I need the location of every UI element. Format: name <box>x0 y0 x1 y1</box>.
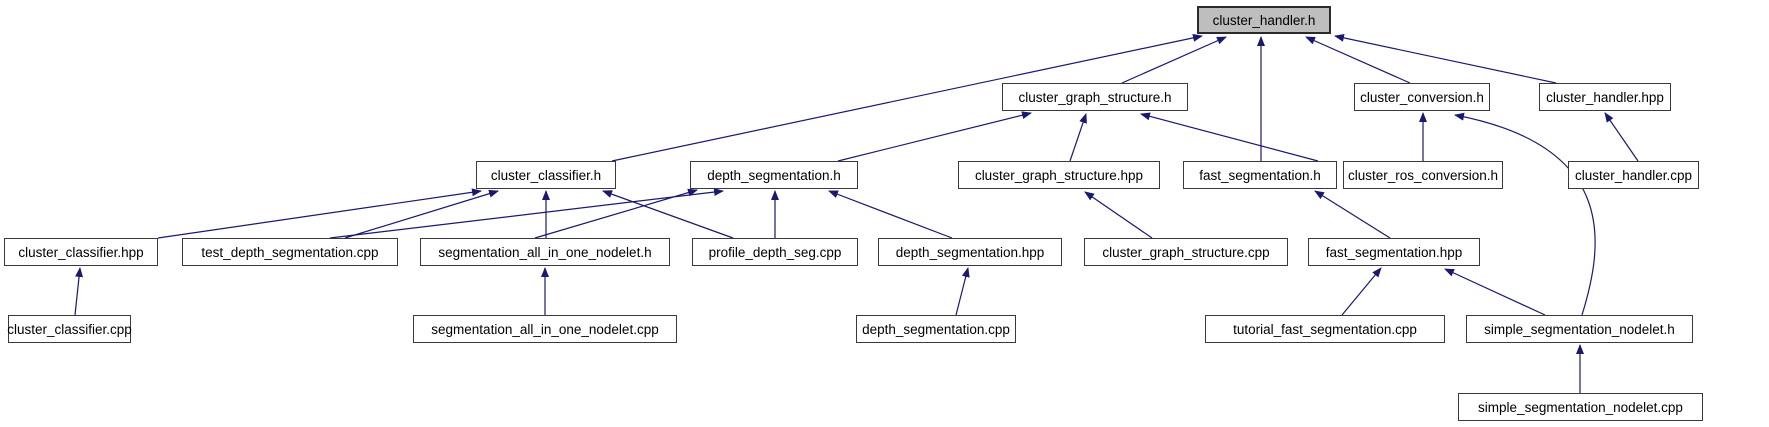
edge-fast_segmentation_h-to-cluster_graph_structure_h <box>1140 112 1319 162</box>
node-cluster_graph_structure_cpp[interactable]: cluster_graph_structure.cpp <box>1084 238 1288 266</box>
edge-cluster_classifier_cpp-to-cluster_classifier_hpp <box>74 267 84 316</box>
node-cluster_classifier_hpp[interactable]: cluster_classifier.hpp <box>4 238 158 266</box>
node-tutorial_fast_segmentation_cpp[interactable]: tutorial_fast_segmentation.cpp <box>1205 315 1445 343</box>
edge-depth_segmentation_h-to-cluster_graph_structure_h <box>837 111 1032 162</box>
node-cluster_handler_hpp[interactable]: cluster_handler.hpp <box>1539 83 1671 111</box>
edge-cluster_graph_structure_cpp-to-cluster_graph_structure_hpp <box>1084 191 1153 239</box>
node-cluster_classifier_cpp[interactable]: cluster_classifier.cpp <box>7 315 132 343</box>
edge-cluster_handler_hpp-to-cluster_handler_h <box>1334 33 1557 84</box>
edge-test_depth_segmentation_cpp-to-cluster_classifier_h <box>344 189 499 239</box>
edge-segmentation_all_in_one_nodelet_h-to-depth_segmentation_h <box>534 188 698 239</box>
node-fast_segmentation_h[interactable]: fast_segmentation.h <box>1183 161 1337 189</box>
edge-depth_segmentation_hpp-to-depth_segmentation_h <box>828 190 953 239</box>
edge-cluster_graph_structure_hpp-to-cluster_graph_structure_h <box>1069 113 1087 162</box>
edge-simple_segmentation_nodelet_h-to-cluster_conversion_h <box>1454 112 1596 316</box>
node-cluster_classifier_h[interactable]: cluster_classifier.h <box>476 161 616 189</box>
node-profile_depth_seg_cpp[interactable]: profile_depth_seg.cpp <box>692 238 858 266</box>
edge-cluster_conversion_h-to-cluster_handler_h <box>1305 36 1411 84</box>
node-cluster_handler_cpp[interactable]: cluster_handler.cpp <box>1568 161 1699 189</box>
edge-cluster_classifier_hpp-to-cluster_classifier_h <box>157 188 482 239</box>
edge-fast_segmentation_hpp-to-fast_segmentation_h <box>1314 190 1391 239</box>
edge-cluster_graph_structure_h-to-cluster_handler_h <box>1121 36 1227 84</box>
edge-cluster_classifier_h-to-cluster_handler_h <box>611 33 1203 162</box>
node-cluster_conversion_h[interactable]: cluster_conversion.h <box>1354 83 1490 111</box>
node-depth_segmentation_cpp[interactable]: depth_segmentation.cpp <box>856 315 1016 343</box>
node-simple_segmentation_nodelet_h[interactable]: simple_segmentation_nodelet.h <box>1466 315 1693 343</box>
node-cluster_graph_structure_hpp[interactable]: cluster_graph_structure.hpp <box>958 161 1160 189</box>
edge-profile_depth_seg_cpp-to-cluster_classifier_h <box>602 190 734 239</box>
node-fast_segmentation_hpp[interactable]: fast_segmentation.hpp <box>1308 238 1480 266</box>
node-depth_segmentation_hpp[interactable]: depth_segmentation.hpp <box>878 238 1062 266</box>
node-segmentation_all_in_one_nodelet_h[interactable]: segmentation_all_in_one_nodelet.h <box>420 238 670 266</box>
node-simple_segmentation_nodelet_cpp[interactable]: simple_segmentation_nodelet.cpp <box>1458 393 1703 421</box>
node-cluster_ros_conversion_h[interactable]: cluster_ros_conversion.h <box>1343 161 1503 189</box>
edge-cluster_handler_cpp-to-cluster_handler_hpp <box>1604 112 1639 162</box>
edge-simple_segmentation_nodelet_h-to-fast_segmentation_hpp <box>1444 268 1546 316</box>
edge-test_depth_segmentation_cpp-to-depth_segmentation_h <box>329 188 724 239</box>
node-segmentation_all_in_one_nodelet_cpp[interactable]: segmentation_all_in_one_nodelet.cpp <box>413 315 677 343</box>
node-cluster_graph_structure_h[interactable]: cluster_graph_structure.h <box>1002 83 1188 111</box>
node-cluster_handler_h[interactable]: cluster_handler.h <box>1197 6 1331 34</box>
edge-tutorial_fast_segmentation_cpp-to-fast_segmentation_hpp <box>1341 267 1382 316</box>
node-test_depth_segmentation_cpp[interactable]: test_depth_segmentation.cpp <box>182 238 398 266</box>
edge-depth_segmentation_cpp-to-depth_segmentation_hpp <box>955 267 970 316</box>
node-depth_segmentation_h[interactable]: depth_segmentation.h <box>690 161 858 189</box>
